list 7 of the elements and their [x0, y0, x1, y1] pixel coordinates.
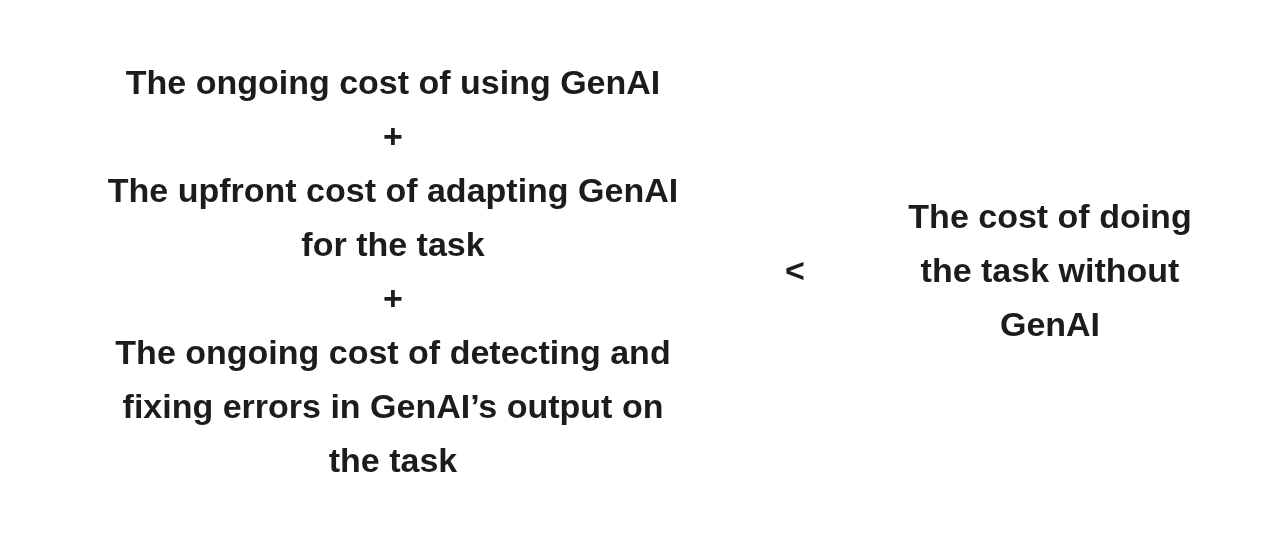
plus-sign: + [383, 278, 403, 319]
cost-term-text: The ongoing cost of detecting and fixing errors in GenAI’s output on the task [114, 332, 672, 481]
less-than-sign: < [785, 250, 805, 291]
comparison-text: The cost of doing the task without GenAI [907, 196, 1193, 345]
cost-term-text: The upfront cost of adapting GenAI for the task [106, 170, 680, 265]
plus-sign: + [383, 116, 403, 157]
cost-term-text: The ongoing cost of using GenAI [125, 62, 661, 103]
